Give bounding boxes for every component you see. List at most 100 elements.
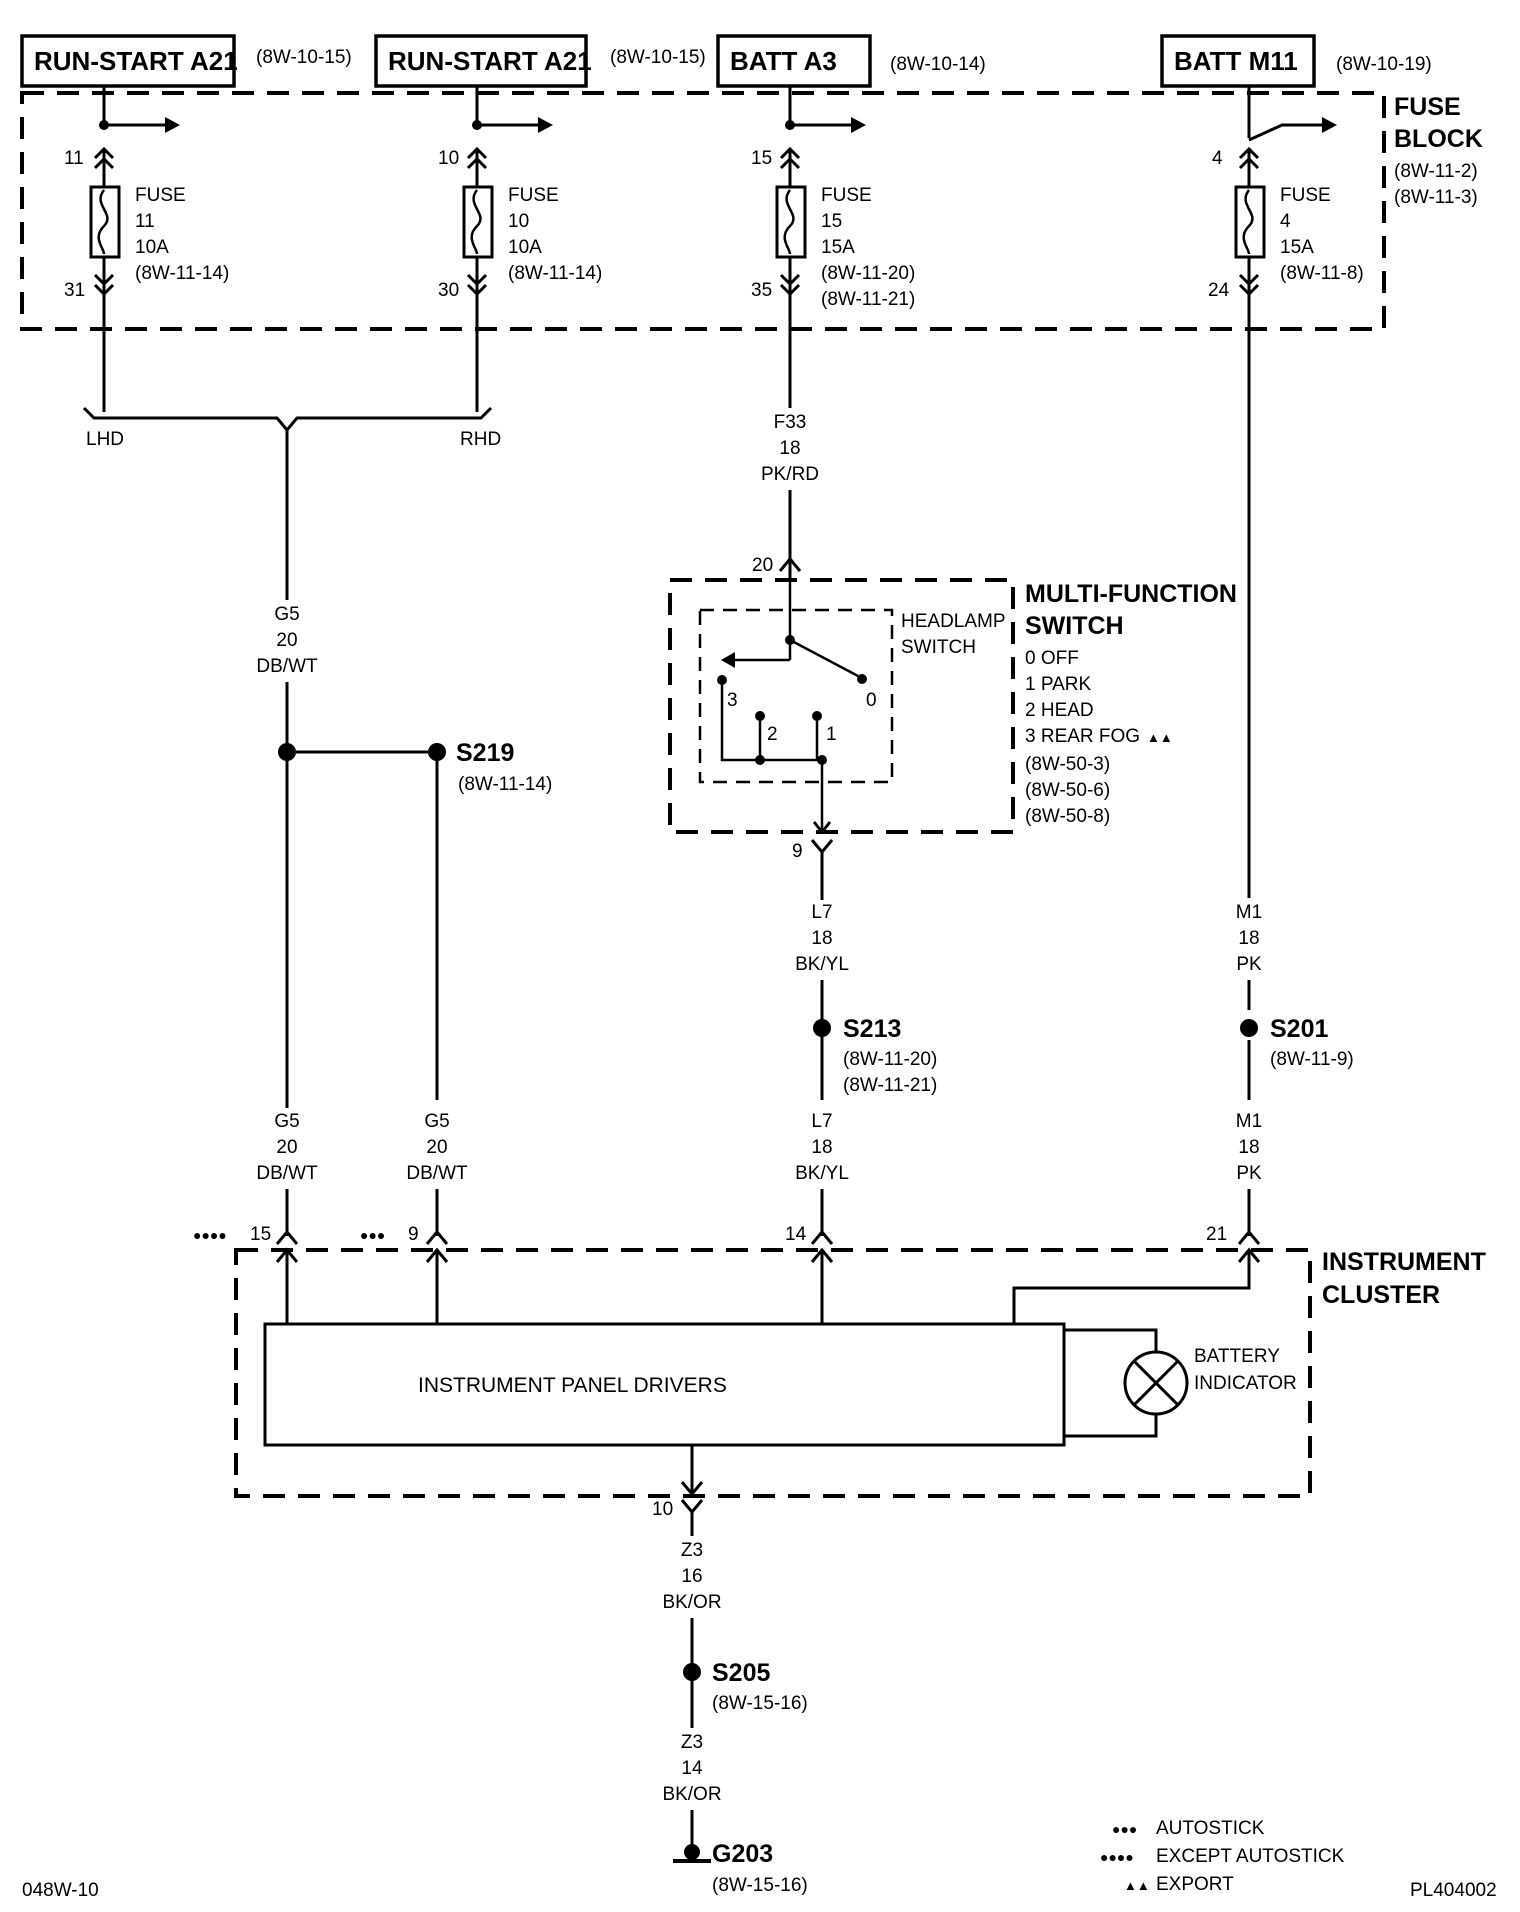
ground-icon xyxy=(684,1844,700,1860)
svg-text:DB/WT: DB/WT xyxy=(256,656,318,677)
svg-text:BLOCK: BLOCK xyxy=(1394,125,1483,153)
svg-text:18: 18 xyxy=(811,928,832,949)
wire-label-g5-right: G5 20 DB/WT xyxy=(406,1111,468,1184)
footer-right-code: PL404002 xyxy=(1410,1880,1497,1901)
svg-text:PK/RD: PK/RD xyxy=(761,464,819,485)
svg-text:18: 18 xyxy=(779,438,800,459)
ground-g203: G203 (8W-15-16) xyxy=(673,1840,808,1896)
svg-text:(8W-10-19): (8W-10-19) xyxy=(1336,54,1432,75)
svg-text:4: 4 xyxy=(1280,211,1291,232)
svg-text:0 OFF: 0 OFF xyxy=(1025,648,1079,669)
svg-text:(8W-50-6): (8W-50-6) xyxy=(1025,780,1110,801)
svg-text:S201: S201 xyxy=(1270,1015,1328,1043)
svg-text:10A: 10A xyxy=(508,237,542,258)
svg-text:9: 9 xyxy=(792,841,803,862)
svg-text:INSTRUMENT: INSTRUMENT xyxy=(1322,1248,1486,1276)
svg-text:FUSE: FUSE xyxy=(821,185,872,206)
svg-text:14: 14 xyxy=(785,1224,807,1245)
svg-text:EXCEPT AUTOSTICK: EXCEPT AUTOSTICK xyxy=(1156,1846,1345,1867)
svg-text:15: 15 xyxy=(821,211,842,232)
svg-text:RUN-START A21: RUN-START A21 xyxy=(388,46,592,76)
svg-text:DB/WT: DB/WT xyxy=(256,1163,318,1184)
splice-s201: S201 (8W-11-9) xyxy=(1240,1015,1354,1070)
svg-text:3 REAR FOG: 3 REAR FOG xyxy=(1025,726,1140,747)
svg-text:G5: G5 xyxy=(274,604,299,625)
svg-text:PK: PK xyxy=(1236,1163,1262,1184)
power-source-run-start-1: RUN-START A21 (8W-10-15) xyxy=(20,34,352,88)
svg-text:11: 11 xyxy=(135,211,155,232)
svg-text:FUSE: FUSE xyxy=(1394,93,1461,121)
svg-text:10: 10 xyxy=(438,148,459,169)
svg-text:10: 10 xyxy=(652,1499,673,1520)
svg-text:BK/YL: BK/YL xyxy=(795,1163,849,1184)
svg-text:BK/OR: BK/OR xyxy=(662,1784,721,1805)
wire-label-z3-top: Z3 16 BK/OR xyxy=(662,1540,721,1613)
svg-text:(8W-50-3): (8W-50-3) xyxy=(1025,754,1110,775)
fuse-4: 4 24 FUSE 4 15A (8W-11-8) xyxy=(1208,86,1364,1010)
svg-text:PK: PK xyxy=(1236,954,1262,975)
svg-text:BATT M11: BATT M11 xyxy=(1174,46,1298,76)
svg-text:EXPORT: EXPORT xyxy=(1156,1874,1234,1895)
svg-text:18: 18 xyxy=(811,1137,832,1158)
instrument-cluster: INSTRUMENT CLUSTER ●●●● 15 ●●● 9 14 21 I… xyxy=(193,1224,1486,1520)
wire-label-g5-top: G5 20 DB/WT xyxy=(256,604,318,677)
splice-s213: S213 (8W-11-20) (8W-11-21) xyxy=(813,1015,937,1096)
svg-text:BK/OR: BK/OR xyxy=(662,1592,721,1613)
svg-text:15: 15 xyxy=(751,148,772,169)
svg-text:(8W-11-14): (8W-11-14) xyxy=(458,774,552,795)
svg-text:1: 1 xyxy=(826,724,837,745)
svg-text:2: 2 xyxy=(767,724,778,745)
wire-label-g5-left: G5 20 DB/WT xyxy=(256,1108,318,1190)
svg-text:35: 35 xyxy=(751,280,772,301)
svg-text:(8W-11-14): (8W-11-14) xyxy=(508,263,602,284)
svg-text:(8W-10-15): (8W-10-15) xyxy=(610,47,706,68)
legend: ●●● AUTOSTICK ●●●● EXCEPT AUTOSTICK ▲▲ E… xyxy=(1100,1818,1345,1895)
svg-text:RUN-START A21: RUN-START A21 xyxy=(34,46,238,76)
fuse-10: 10 30 FUSE 10 10A (8W-11-14) xyxy=(438,86,602,412)
svg-text:FUSE: FUSE xyxy=(508,185,559,206)
svg-text:3: 3 xyxy=(727,690,738,711)
svg-text:G203: G203 xyxy=(712,1840,773,1868)
wire-label-m1-bottom: M1 18 PK xyxy=(1236,1111,1262,1184)
svg-text:18: 18 xyxy=(1238,928,1259,949)
svg-text:10A: 10A xyxy=(135,237,169,258)
svg-text:M1: M1 xyxy=(1236,902,1262,923)
svg-text:15A: 15A xyxy=(821,237,855,258)
svg-text:LHD: LHD xyxy=(86,429,124,450)
svg-text:●●●●: ●●●● xyxy=(1100,1849,1134,1865)
svg-text:20: 20 xyxy=(276,630,297,651)
svg-text:21: 21 xyxy=(1206,1224,1227,1245)
svg-text:(8W-11-20): (8W-11-20) xyxy=(843,1049,937,1070)
svg-text:20: 20 xyxy=(752,555,773,576)
svg-text:24: 24 xyxy=(1208,280,1230,301)
lhd-rhd-bracket: LHD RHD xyxy=(82,406,501,600)
svg-text:(8W-11-3): (8W-11-3) xyxy=(1394,187,1478,208)
svg-text:(8W-11-21): (8W-11-21) xyxy=(843,1075,937,1096)
wire-label-l7-top: L7 18 BK/YL xyxy=(795,902,849,975)
svg-text:BATTERY: BATTERY xyxy=(1194,1346,1280,1367)
svg-text:10: 10 xyxy=(508,211,529,232)
svg-text:(8W-50-8): (8W-50-8) xyxy=(1025,806,1110,827)
svg-text:S213: S213 xyxy=(843,1015,901,1043)
svg-text:AUTOSTICK: AUTOSTICK xyxy=(1156,1818,1265,1839)
svg-text:(8W-10-15): (8W-10-15) xyxy=(256,47,352,68)
svg-text:Z3: Z3 xyxy=(681,1540,703,1561)
svg-text:BATT A3: BATT A3 xyxy=(730,46,837,76)
wire-label-f33: F33 18 PK/RD xyxy=(761,412,819,485)
svg-text:(8W-10-14): (8W-10-14) xyxy=(890,54,986,75)
power-source-run-start-2: RUN-START A21 (8W-10-15) xyxy=(374,34,706,88)
svg-text:▲▲: ▲▲ xyxy=(1124,1878,1150,1893)
svg-text:CLUSTER: CLUSTER xyxy=(1322,1281,1440,1309)
svg-text:HEADLAMP: HEADLAMP xyxy=(901,611,1006,632)
svg-text:20: 20 xyxy=(276,1137,297,1158)
svg-text:(8W-15-16): (8W-15-16) xyxy=(712,1875,808,1896)
wire-label-z3-bottom: Z3 14 BK/OR xyxy=(662,1728,722,1812)
svg-text:MULTI-FUNCTION: MULTI-FUNCTION xyxy=(1025,580,1237,608)
svg-text:L7: L7 xyxy=(811,902,832,923)
svg-text:18: 18 xyxy=(1238,1137,1259,1158)
fuse-11: 11 31 FUSE 11 10A (8W-11-14) xyxy=(64,86,229,412)
footer-left-code: 048W-10 xyxy=(22,1880,99,1901)
svg-text:●●●: ●●● xyxy=(360,1227,385,1243)
svg-text:(8W-11-9): (8W-11-9) xyxy=(1270,1049,1354,1070)
svg-text:RHD: RHD xyxy=(460,429,501,450)
